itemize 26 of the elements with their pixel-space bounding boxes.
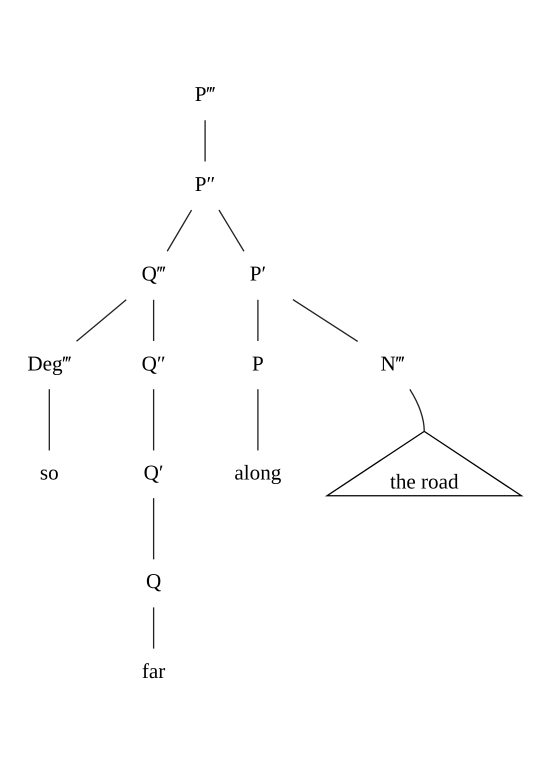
connector: [204, 120, 206, 161]
node-text: P″: [194, 171, 216, 196]
connector: [152, 388, 154, 450]
node-text: so: [40, 460, 59, 484]
connector: [166, 209, 192, 252]
node-text: Q′: [144, 460, 164, 484]
node-text: far: [142, 658, 166, 682]
connector: [152, 606, 154, 648]
node-text: P: [252, 350, 264, 375]
node-text: P‴: [194, 82, 216, 106]
node-text: Q‴: [142, 261, 166, 286]
node-text: P′: [250, 261, 266, 286]
node-text: Deg‴: [27, 350, 72, 375]
connector: [257, 299, 259, 340]
connector: [218, 209, 244, 252]
node-text: N‴: [380, 350, 405, 375]
connector: [152, 299, 154, 340]
connector: [409, 388, 425, 431]
node-text: along: [234, 460, 282, 484]
connector: [152, 498, 154, 559]
node-text: Q″: [142, 350, 166, 375]
connector: [48, 388, 50, 450]
connector: [76, 298, 127, 342]
connector: [257, 388, 259, 450]
connector: [292, 298, 358, 342]
node-text: Q: [146, 568, 162, 593]
